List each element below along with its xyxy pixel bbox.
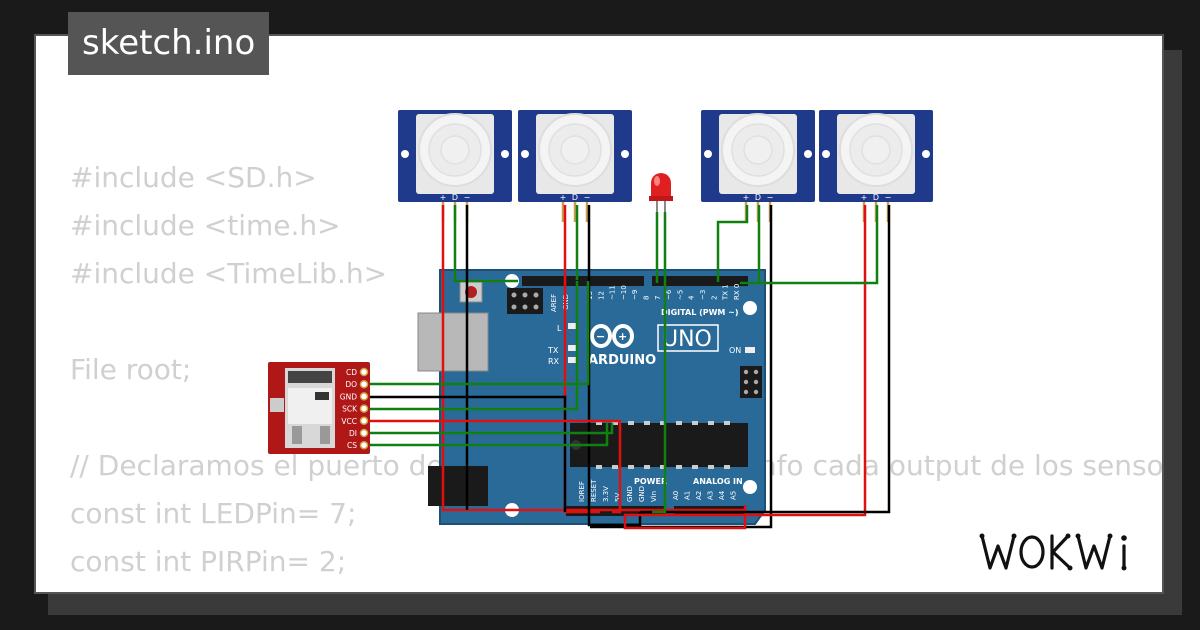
power-pin-label: GND bbox=[638, 486, 646, 502]
power-pin-label: GND bbox=[626, 486, 634, 502]
digital-pin-label: RX 0 bbox=[733, 284, 741, 300]
pir-pin-label: − bbox=[464, 193, 471, 202]
analog-pin-label: A5 bbox=[730, 491, 738, 500]
red-led[interactable] bbox=[649, 173, 673, 212]
power-jack bbox=[428, 466, 488, 506]
aref-label: AREF bbox=[550, 294, 558, 312]
sd-pin[interactable] bbox=[359, 367, 369, 377]
digital-pin-label: ~3 bbox=[699, 290, 707, 300]
code-background: #include <SD.h> #include <time.h> #include… bbox=[70, 154, 1162, 592]
pir-pin-label: + bbox=[560, 193, 567, 202]
digital-pin-label: ~10 bbox=[620, 285, 628, 300]
pir-pin-label: − bbox=[767, 193, 774, 202]
analog-pin-label: A2 bbox=[695, 491, 703, 500]
sd-pin[interactable] bbox=[359, 440, 369, 450]
wires bbox=[370, 205, 891, 530]
digital-pin-label: 12 bbox=[597, 291, 605, 300]
sd-pin[interactable] bbox=[359, 416, 369, 426]
sd-pin-labels: CD DO GND SCK VCC DI CS bbox=[340, 367, 369, 450]
code-line: const int PIRPin= 2; bbox=[70, 545, 347, 578]
power-pin-label: RESET bbox=[590, 479, 598, 502]
power-label: POWER bbox=[634, 477, 667, 486]
sd-pin-label: GND bbox=[340, 392, 357, 401]
svg-text:+: + bbox=[618, 330, 627, 343]
pir-pin-label: D bbox=[755, 193, 761, 202]
analog-pin-label: A0 bbox=[672, 491, 680, 500]
sd-pin-label: SCK bbox=[342, 405, 358, 414]
usb-port bbox=[417, 312, 489, 372]
digital-pin-label: ~5 bbox=[676, 290, 684, 300]
sd-pin[interactable] bbox=[359, 392, 369, 401]
led-tx-label: TX bbox=[547, 346, 559, 355]
pir-pin-label: + bbox=[440, 193, 447, 202]
code-line: const int LEDPin= 7; bbox=[70, 497, 357, 530]
pir-pin-label: + bbox=[861, 193, 868, 202]
analog-label: ANALOG IN bbox=[693, 477, 743, 486]
pir-pin-label: D bbox=[452, 193, 458, 202]
code-line: #include <time.h> bbox=[70, 209, 341, 242]
pir-sensors: +D− +D− +D− +D− bbox=[398, 110, 933, 222]
wokwi-logo bbox=[979, 533, 1127, 571]
digital-pin-label: TX 1 bbox=[722, 284, 730, 301]
digital-header-right bbox=[652, 276, 748, 286]
led-l-label: L bbox=[557, 324, 562, 333]
digital-header-label: DIGITAL (PWM ~) bbox=[661, 308, 739, 317]
code-line: #include <SD.h> bbox=[70, 161, 317, 194]
pir-pin-label: D bbox=[572, 193, 578, 202]
pir-motion-sensor[interactable]: + D− bbox=[819, 110, 933, 222]
sd-pin-label: DO bbox=[345, 380, 357, 389]
arduino-uno-board[interactable]: − + ARDUINO UNO DIGITAL (PWM ~) L TX RX … bbox=[417, 269, 766, 525]
pir-pin-label: D bbox=[873, 193, 879, 202]
led-rx-label: RX bbox=[548, 357, 560, 366]
sd-pin[interactable] bbox=[359, 379, 369, 389]
code-line: #include <TimeLib.h> bbox=[70, 257, 388, 290]
sd-pin[interactable] bbox=[359, 428, 369, 438]
on-led-label: ON bbox=[729, 346, 741, 355]
sd-pin-label: VCC bbox=[341, 417, 357, 426]
pir-motion-sensor[interactable]: + D− bbox=[518, 110, 632, 222]
digital-pin-label: 2 bbox=[710, 296, 718, 300]
digital-pin-label: 8 bbox=[643, 296, 651, 300]
pir-motion-sensor[interactable]: + D− bbox=[701, 110, 815, 222]
board-model-label: UNO bbox=[662, 327, 712, 352]
pir-motion-sensor[interactable]: + D− bbox=[398, 110, 512, 222]
digital-pin-label: 7 bbox=[654, 296, 662, 300]
svg-text:−: − bbox=[596, 330, 605, 343]
code-line: File root; bbox=[70, 353, 192, 386]
digital-pin-label: ~6 bbox=[665, 289, 673, 300]
sd-card-module[interactable]: CD DO GND SCK VCC DI CS bbox=[268, 362, 370, 454]
analog-pin-label: A3 bbox=[707, 491, 715, 500]
pir-pin-label: − bbox=[885, 193, 892, 202]
sd-pin-label: DI bbox=[349, 429, 357, 438]
file-tab-title: sketch.ino bbox=[68, 12, 270, 75]
power-pin-label: 5V bbox=[614, 493, 622, 502]
icsp-header bbox=[740, 366, 762, 398]
arduino-logo-text: ARDUINO bbox=[588, 353, 656, 368]
power-pin-label: 3.3V bbox=[602, 486, 610, 502]
sd-pin[interactable] bbox=[359, 404, 369, 413]
power-pin-label: IOREF bbox=[578, 481, 586, 502]
analog-pin-label: A4 bbox=[718, 490, 726, 500]
pir-pin-label: + bbox=[743, 193, 750, 202]
power-pin-label: Vin bbox=[650, 491, 658, 502]
power-pin-labels: IOREF RESET 3.3V 5V GND GND Vin bbox=[578, 479, 658, 502]
analog-pin-label: A1 bbox=[684, 491, 692, 500]
digital-header-left bbox=[522, 276, 644, 286]
digital-pin-label: ~11 bbox=[609, 285, 617, 300]
pir-pin-label: − bbox=[584, 193, 591, 202]
sd-pin-label: CS bbox=[347, 441, 357, 450]
digital-pin-label: 4 bbox=[688, 295, 696, 300]
sd-pin-label: CD bbox=[346, 368, 357, 377]
digital-pin-label: ~9 bbox=[631, 290, 639, 300]
